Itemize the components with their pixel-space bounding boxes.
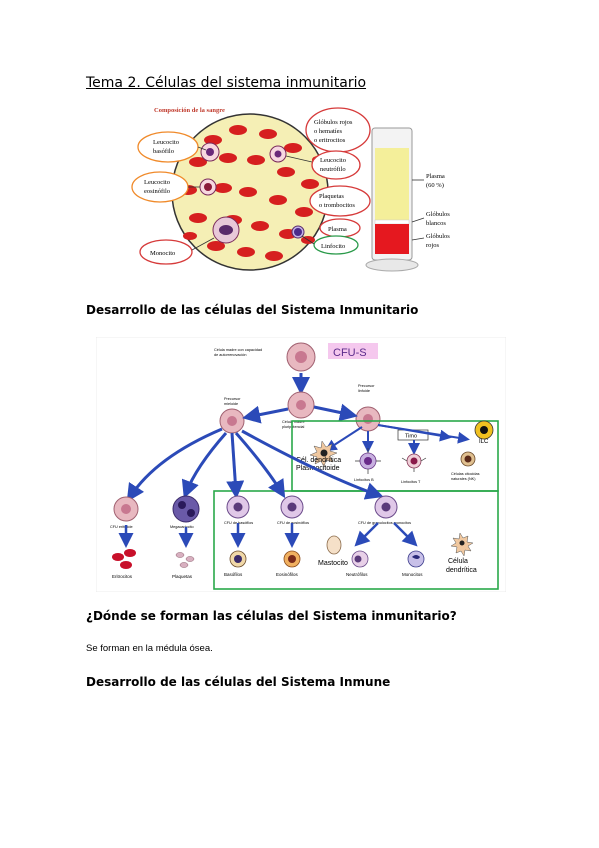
precursor-mieloide-2: mieloide [224,402,238,406]
celula-madre-1: Célula madre [282,420,305,424]
red-cells [179,125,324,261]
ilc-label: ILC [479,439,489,445]
label-neutrofilo-2: neutrófilo [320,166,346,173]
dendritic-plasmacytoid-cell [309,440,338,468]
tube-blancos-2: blancos [426,220,446,227]
stem-caption-2: de autorrenovación [214,353,247,357]
basofilos-label: Basófilos [224,572,243,577]
eritrocitos-label: Eritrocitos [112,574,133,579]
label-globulos-2: o hematíes [314,128,342,135]
monocitos-label: Monocitos [402,572,423,577]
section-heading-desarrollo: Desarrollo de las células del Sistema In… [86,303,419,317]
tube-plasma-2: (60 %) [426,182,444,189]
celulas-nk-2: naturales (NK) [451,477,476,481]
section-heading-donde: ¿Dónde se forman las células del Sistema… [86,609,457,623]
label-globulos-3: o eritrocitos [314,137,346,144]
tube-rojos-1: Glóbulos [426,233,450,240]
figure-heading: Composición de la sangre [154,107,225,114]
linfocitos-b-label: Linfocitos B [354,478,374,482]
celula-dendritica-2: dendrítica [446,567,477,574]
label-plaquetas-2: o trombocitos [319,202,355,209]
label-basofilo-2: basófilo [153,148,174,155]
answer-paragraph: Se forman en la médula ósea. [86,643,213,654]
precursor-linfoide-2: linfoide [358,389,370,393]
cfu-granulocitos-label: CFU de granulocitos monocitos [358,521,411,525]
white-cells [199,142,305,244]
label-monocito: Monocito [150,250,175,257]
tube-rojos-2: rojos [426,242,439,249]
cfus-box [328,343,378,359]
precursor-mieloide-1: Precursor [224,397,241,401]
test-tube [365,127,419,272]
cfu-eritroide-label: CFU eritroide [110,525,133,529]
label-neutrofilo-1: Leucocito [320,157,346,164]
cfus-label: CFU-S [333,347,367,359]
label-plasma: Plasma [328,226,347,233]
blood-composition-figure: Composición de la sangre Leucocito basóf… [131,107,450,272]
label-linfocito: Linfocito [321,243,345,250]
section-heading-inmune: Desarrollo de las células del Sistema In… [86,675,391,689]
dendritic-cell [450,532,474,557]
page-title: Tema 2. Células del sistema inmunitario [86,75,367,91]
timo-label: Timo [405,434,417,440]
myeloid-box [213,490,499,590]
stem-caption-1: Célula madre con capacidad [214,348,262,352]
t-lymphocyte [401,453,427,472]
cel-dendritica-plasmo-1: Cél. dendrítica [296,457,341,464]
celula-dendritica-1: Célula [448,558,468,565]
label-basofilo-1: Leucocito [153,139,179,146]
tube-blancos-1: Glóbulos [426,211,450,218]
label-eosinofilo-1: Leucocito [144,179,170,186]
tube-plasma-1: Plasma [426,173,445,180]
celulas-nk-1: Células citocidas [451,472,480,476]
linfocitos-t-label: Linfocitos T [401,480,421,484]
erythrocytes [112,549,136,569]
label-globulos-1: Glóbulos rojos [314,119,353,126]
precursor-linfoide-1: Precursor [358,384,375,388]
b-lymphocyte [355,448,381,474]
neutrofilos-label: Neutrófilos [346,572,368,577]
megacariocito-label: Megacariocito [170,525,194,529]
plaquetas-label: Plaquetas [172,574,193,579]
eosinofilos-label: Eosinófilos [276,572,299,577]
label-eosinofilo-2: eosinófilo [144,188,170,195]
celula-madre-2: pluripotencial [282,425,305,429]
cell-development-figure: Célula madre con capacidad de autorrenov… [96,337,506,592]
nk-cell [460,451,476,467]
mastocito-label: Mastocito [318,560,348,567]
label-plaquetas-1: Plaquetas [319,193,344,200]
platelets [175,552,195,568]
